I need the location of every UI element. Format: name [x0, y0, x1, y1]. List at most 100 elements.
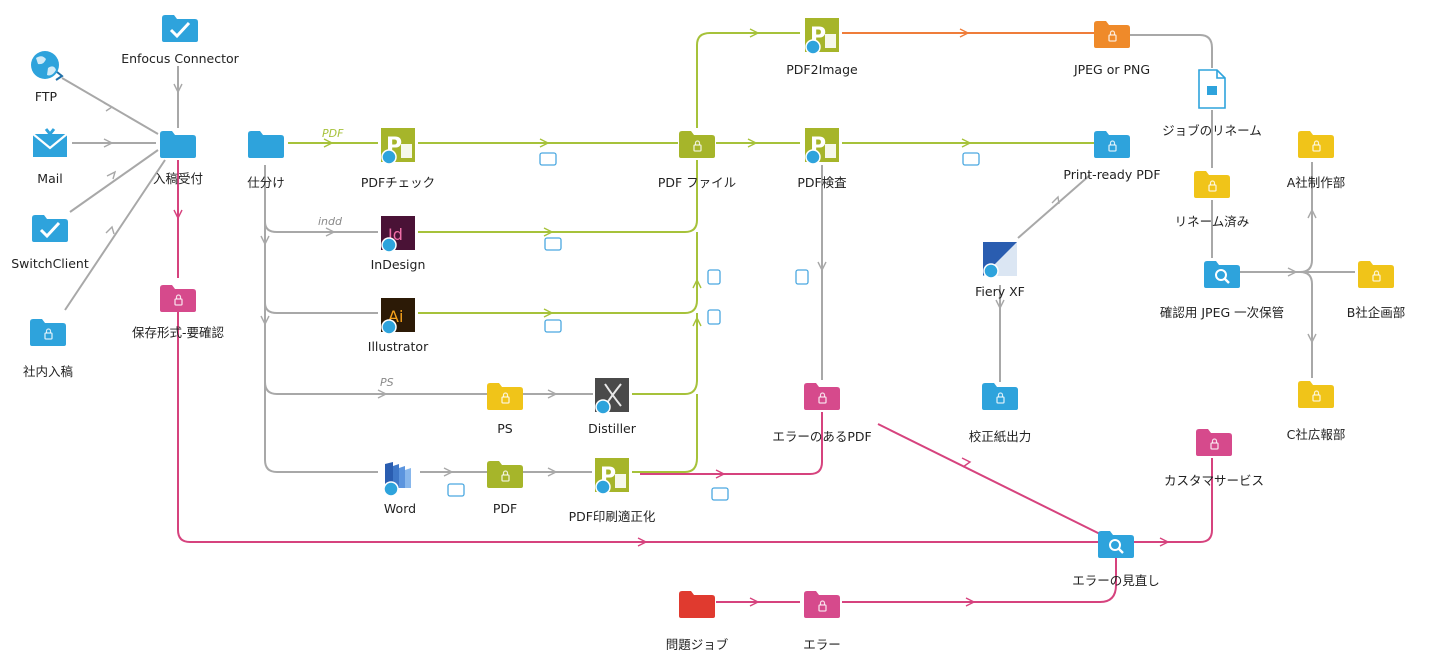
rename-node-label: ジョブのリネーム [1162, 123, 1262, 138]
error-node-label: エラー [803, 637, 841, 652]
shiwake-node-label: 仕分け [247, 175, 285, 190]
edge-kakunin-c [1299, 271, 1313, 378]
data-badge [962, 152, 980, 166]
pdf2image-node-icon[interactable]: P [801, 16, 843, 56]
edge-pdffile-pdf2image [696, 32, 800, 128]
nyuko-node-label: 入稿受付 [152, 171, 204, 186]
renamed-node-label: リネーム済み [1174, 214, 1250, 229]
switchclient-node-icon[interactable] [30, 212, 70, 244]
error-node-icon[interactable] [802, 588, 842, 620]
distiller-node-icon[interactable] [591, 376, 633, 416]
pdf-node-label: PDF [492, 501, 518, 516]
edge-indesign-pdffile [418, 160, 698, 233]
indesign-node-icon[interactable]: Id [377, 214, 419, 254]
edge-shiwake-ps [264, 381, 488, 395]
shanai-node-label: 社内入稿 [22, 364, 74, 379]
edge-errorpdf-minaoshi [877, 423, 1101, 535]
edge-jpeg-rename [1130, 34, 1213, 68]
pdfinsatsu-node-icon[interactable]: P [591, 456, 633, 496]
a-sha-node-label: A社制作部 [1286, 175, 1346, 190]
nyuko-node-icon[interactable] [158, 128, 198, 160]
minaoshi-node-label: エラーの見直し [1072, 573, 1160, 588]
edge-minaoshi-customer [1132, 458, 1213, 543]
hozon-node-icon[interactable] [158, 282, 198, 314]
printready-node-label: Print-ready PDF [1063, 167, 1161, 182]
distiller-node-label: Distiller [588, 421, 636, 436]
data-badge [544, 319, 562, 333]
edge-label-pdf: PDF [322, 127, 344, 140]
ftp-node-icon[interactable] [26, 48, 66, 82]
arrow-marks [103, 28, 1317, 607]
printready-node-icon[interactable] [1092, 128, 1132, 160]
data-badge [707, 309, 721, 325]
pdf2image-node-label: PDF2Image [786, 62, 858, 77]
customer-node-label: カスタマサービス [1163, 473, 1265, 488]
data-badge [711, 487, 729, 501]
data-badge [539, 152, 557, 166]
edge-illustrator-pdffile [418, 232, 698, 314]
edge-label-indd: indd [318, 215, 342, 228]
b-sha-node-icon[interactable] [1356, 258, 1396, 290]
pdfcheck-node-label: PDFチェック [360, 175, 436, 190]
edge-switchclient-nyuko [69, 149, 159, 213]
mail-node-icon[interactable] [30, 128, 70, 160]
data-badge [795, 269, 809, 285]
word-node-label: Word [383, 501, 417, 516]
word-node-icon[interactable] [379, 458, 421, 498]
green-connections [288, 32, 1095, 473]
switchclient-node-label: SwitchClient [11, 256, 89, 271]
shanai-node-icon[interactable] [28, 316, 68, 348]
edge-hozon-minaoshi [177, 312, 1098, 543]
enfocus-node-icon[interactable] [160, 12, 200, 44]
shiwake-node-icon[interactable] [246, 128, 286, 160]
edge-error-minaoshi [842, 556, 1117, 603]
edge-fiery-printready [1017, 174, 1091, 239]
pdfkensa-node-label: PDF検査 [797, 175, 847, 190]
a-sha-node-icon[interactable] [1296, 128, 1336, 160]
jpeg-node-icon[interactable] [1092, 18, 1132, 50]
fiery-node-icon[interactable] [979, 240, 1021, 280]
pdfcheck-node-icon[interactable]: P [377, 126, 419, 166]
error-pdf-node-icon[interactable] [802, 380, 842, 412]
illustrator-node-icon[interactable]: Ai [377, 296, 419, 336]
pdfinsatsu-node-label: PDF印刷適正化 [568, 509, 656, 524]
connection-badges [447, 152, 980, 501]
minaoshi-node-icon[interactable] [1096, 528, 1136, 560]
c-sha-node-label: C社広報部 [1286, 427, 1346, 442]
edge-shiwake-indesign [264, 221, 378, 233]
kakunin-node-icon[interactable] [1202, 258, 1242, 290]
ftp-node-label: FTP [34, 89, 58, 104]
b-sha-node-label: B社企画部 [1346, 305, 1406, 320]
enfocus-node-label: Enfocus Connector [121, 51, 239, 66]
illustrator-node-label: Illustrator [367, 339, 429, 354]
mail-node-label: Mail [37, 171, 63, 186]
data-badge [447, 483, 465, 497]
edge-shiwake-illustrator [264, 302, 378, 314]
c-sha-node-icon[interactable] [1296, 378, 1336, 410]
indesign-node-label: InDesign [370, 257, 426, 272]
edge-label-ps: PS [380, 376, 394, 389]
mondai-node-icon[interactable] [677, 588, 717, 620]
mondai-node-label: 問題ジョブ [665, 637, 729, 652]
pdfkensa-node-icon[interactable]: P [801, 126, 843, 166]
ps-node-icon[interactable] [485, 380, 525, 412]
edge-pdfinsatsu-pdffile [632, 394, 698, 473]
edge-pdfinsatsu-error [640, 412, 823, 475]
fiery-node-label: Fiery XF [975, 284, 1025, 299]
customer-node-icon[interactable] [1194, 426, 1234, 458]
pdffile-node-label: PDF ファイル [657, 175, 737, 190]
kosei-node-icon[interactable] [980, 380, 1020, 412]
jpeg-node-label: JPEG or PNG [1073, 62, 1151, 77]
rename-node-icon[interactable] [1195, 68, 1229, 110]
kosei-node-label: 校正紙出力 [968, 429, 1032, 444]
pdf-node-icon[interactable] [485, 458, 525, 490]
pdffile-node-icon[interactable] [677, 128, 717, 160]
hozon-node-label: 保存形式-要確認 [131, 325, 225, 340]
renamed-node-icon[interactable] [1192, 168, 1232, 200]
edge-distiller-pdffile [632, 313, 698, 395]
gray-connections [61, 34, 1355, 473]
error-pdf-node-label: エラーのあるPDF [772, 429, 872, 444]
data-badge [707, 269, 721, 285]
